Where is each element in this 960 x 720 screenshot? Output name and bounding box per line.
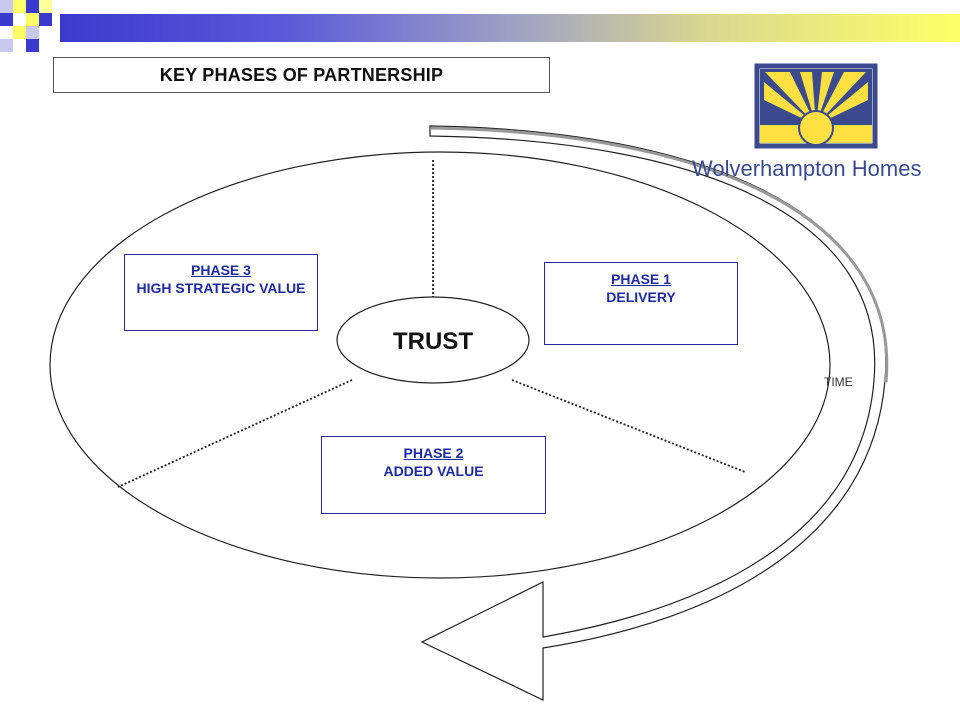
phase-3-text: HIGH STRATEGIC VALUE <box>136 280 306 296</box>
cycle-ellipse <box>49 151 831 579</box>
divider-left <box>117 379 353 488</box>
phase-1-box: PHASE 1 DELIVERY <box>544 262 738 345</box>
deco-square <box>26 26 39 39</box>
deco-square <box>0 39 13 52</box>
divider-right <box>511 379 746 473</box>
phase-2-heading: PHASE 2 <box>403 445 464 461</box>
deco-square <box>26 13 39 26</box>
phase-1-heading: PHASE 1 <box>611 271 671 287</box>
deco-square <box>13 0 26 13</box>
deco-square <box>39 0 52 13</box>
phase-2-box: PHASE 2 ADDED VALUE <box>321 436 546 514</box>
deco-square <box>39 13 52 26</box>
slide-title: KEY PHASES OF PARTNERSHIP <box>53 57 550 93</box>
trust-label: TRUST <box>393 328 473 355</box>
phase-3-heading: PHASE 3 <box>191 262 251 278</box>
deco-square <box>26 39 39 52</box>
deco-square <box>0 13 13 26</box>
phase-1-text: DELIVERY <box>606 289 676 305</box>
trust-ellipse <box>336 296 530 384</box>
deco-square <box>26 0 39 13</box>
phase-3-box: PHASE 3 HIGH STRATEGIC VALUE <box>124 254 318 331</box>
time-arrow-shadow <box>430 126 889 383</box>
wolverhampton-homes-logo <box>754 63 878 149</box>
time-label: TIME <box>824 375 853 389</box>
time-arrow <box>420 125 887 701</box>
deco-square <box>13 26 26 39</box>
logo-wordmark: Wolverhampton Homes <box>692 156 922 181</box>
phase-2-text: ADDED VALUE <box>383 463 484 479</box>
deco-square <box>0 0 13 13</box>
header-gradient-bar <box>60 14 960 42</box>
